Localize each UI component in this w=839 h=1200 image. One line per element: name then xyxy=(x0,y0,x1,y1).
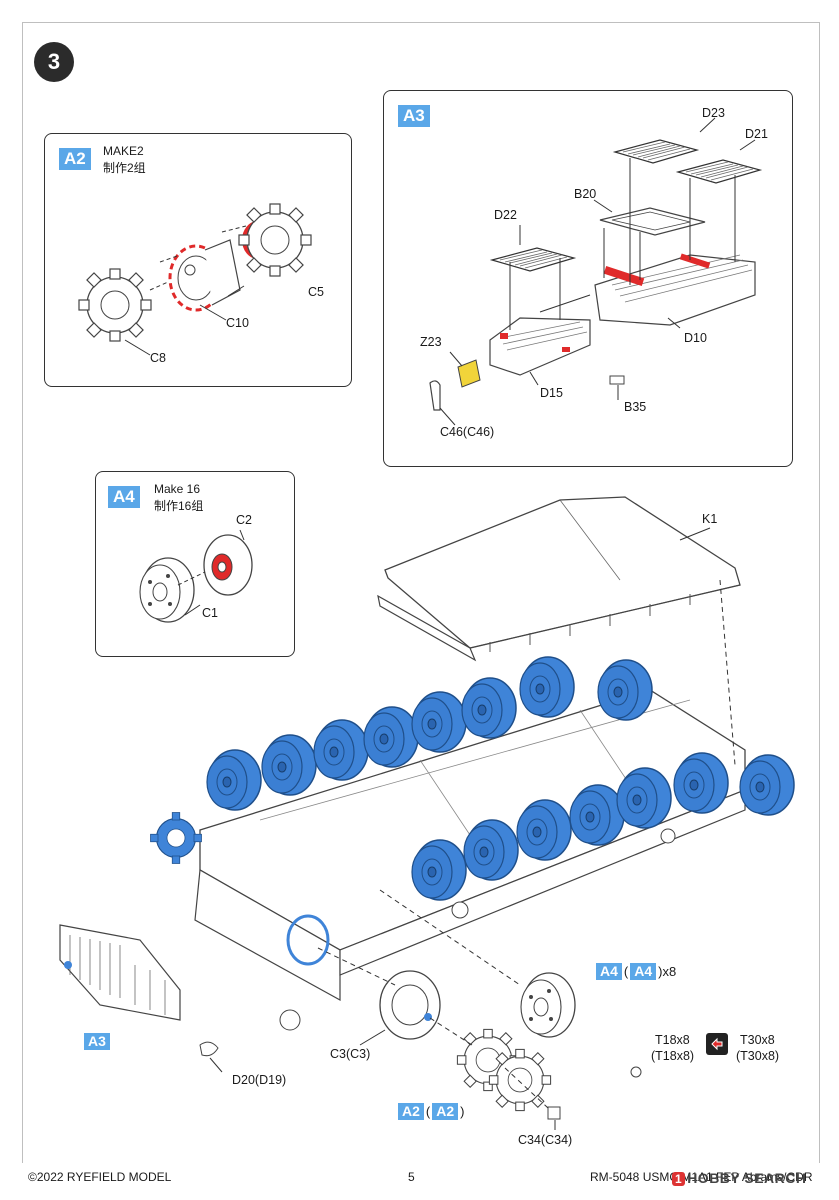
callout-a4-qty: )x8 xyxy=(658,964,677,979)
callout-a2-alt: A2 xyxy=(432,1103,459,1120)
label-b20: B20 xyxy=(574,187,597,201)
label-c5: C5 xyxy=(308,285,324,299)
a2-sprocket-assembly xyxy=(78,203,312,356)
subassembly-a2-tag: A2 xyxy=(59,148,91,170)
callout-a4: A4 xyxy=(596,963,622,980)
label-d20: D20(D19) xyxy=(232,1073,287,1087)
tool-icon xyxy=(706,1033,728,1055)
label-c3: C3(C3) xyxy=(330,1047,371,1061)
callout-a2-close: ) xyxy=(460,1104,465,1119)
hull-assembly xyxy=(59,496,795,1130)
label-c2: C2 xyxy=(236,513,252,527)
watermark-text: HOBBY SEARCH xyxy=(687,1170,807,1186)
footer-page-number: 5 xyxy=(408,1170,415,1184)
page-frame xyxy=(22,22,820,1163)
callout-a2-group: A2 ( A2 ) xyxy=(398,1103,465,1120)
subassembly-a4-tag: A4 xyxy=(108,486,140,508)
callout-a4-alt: A4 xyxy=(630,963,657,980)
label-b35: B35 xyxy=(624,400,647,414)
label-c1: C1 xyxy=(202,606,218,620)
label-k1: K1 xyxy=(702,512,718,526)
callout-a2-open: ( xyxy=(425,1104,431,1119)
label-c34: C34(C34) xyxy=(518,1133,573,1147)
footer-product-code: RM-5048 USMC M1A1 FEP Abrams/CDR xyxy=(590,1170,812,1184)
label-t30: T30x8 xyxy=(740,1033,775,1047)
subassembly-a3-tag: A3 xyxy=(398,105,430,127)
subassembly-a4-box: A4 Make 16 制作16组 xyxy=(95,471,295,657)
callout-a4-group: A4 ( A4 )x8 xyxy=(596,963,676,980)
a4-roadwheel-assembly xyxy=(139,529,253,623)
a2-make-en: MAKE2 xyxy=(103,144,144,158)
label-d22: D22 xyxy=(494,208,517,222)
label-t30-alt: (T30x8) xyxy=(736,1049,780,1063)
label-c8: C8 xyxy=(150,351,166,365)
a4-make-en: Make 16 xyxy=(154,482,201,496)
subassembly-a2-box: A2 MAKE2 制作2组 xyxy=(44,133,352,387)
a4-make-cn: 制作16组 xyxy=(154,499,204,513)
footer-copyright: ©2022 RYEFIELD MODEL xyxy=(28,1170,172,1184)
label-d23: D23 xyxy=(702,106,725,120)
label-z23: Z23 xyxy=(420,335,442,349)
label-d15: D15 xyxy=(540,386,563,400)
label-d21: D21 xyxy=(745,127,768,141)
callout-a2: A2 xyxy=(398,1103,424,1120)
step-number: 3 xyxy=(47,49,61,74)
label-c10: C10 xyxy=(226,316,249,330)
label-t18: T18x8 xyxy=(655,1033,690,1047)
watermark-badge: 1 xyxy=(672,1172,686,1186)
step-number-badge: 3 xyxy=(34,42,74,82)
a2-make-cn: 制作2组 xyxy=(103,161,146,175)
callout-a4-open: ( xyxy=(623,964,629,979)
label-t18-alt: (T18x8) xyxy=(651,1049,695,1063)
callout-a3: A3 xyxy=(84,1033,110,1050)
label-c46: C46(C46) xyxy=(440,425,495,439)
label-d10: D10 xyxy=(684,331,707,345)
a3-grille-assembly xyxy=(429,117,761,426)
